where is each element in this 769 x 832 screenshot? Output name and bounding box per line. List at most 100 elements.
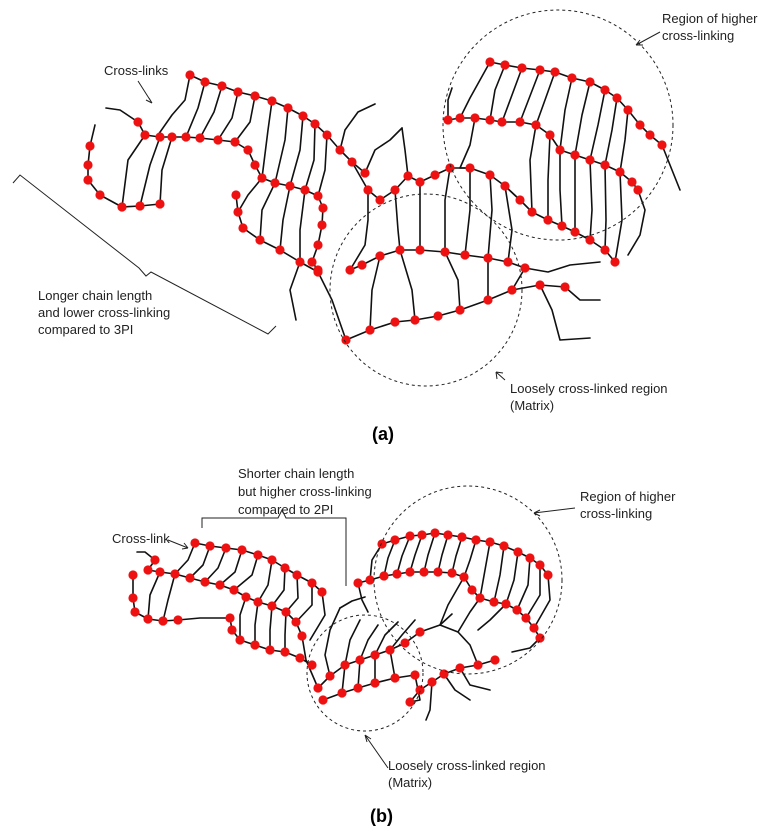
crosslink-dot — [250, 160, 259, 169]
chain-note-b-line2: but higher cross-linking — [238, 484, 372, 499]
strand-b6 — [258, 560, 272, 602]
crosslink-dot — [181, 132, 190, 141]
crosslink-dot — [213, 135, 222, 144]
crosslink-dot — [500, 181, 509, 190]
crosslink-dot — [291, 617, 300, 626]
backbone-a4 — [236, 195, 318, 272]
crosslink-dot — [243, 145, 252, 154]
strand-b15 — [270, 606, 272, 650]
crosslink-dot — [340, 660, 349, 669]
crosslink-dot — [415, 177, 424, 186]
strand-a59 — [628, 190, 645, 255]
crosslink-dot — [155, 199, 164, 208]
backbone-b6 — [323, 675, 415, 700]
crosslink-dot — [517, 63, 526, 72]
strand-a42 — [502, 68, 522, 122]
strand-b51 — [440, 577, 464, 625]
strand-a43 — [520, 70, 540, 122]
strand-a38 — [365, 128, 402, 173]
strand-a50 — [460, 118, 475, 168]
crosslink-dot — [83, 160, 92, 169]
strand-a48 — [605, 98, 617, 165]
strand-b8 — [286, 575, 298, 612]
crosslink-dot — [623, 105, 632, 114]
crosslink-dot — [515, 117, 524, 126]
strand-a41 — [490, 65, 505, 120]
backbone-a7 — [346, 285, 565, 340]
crosslink-leader — [168, 540, 188, 549]
crosslink-dot — [443, 115, 452, 124]
crosslink-dot — [500, 60, 509, 69]
crosslink-dot — [215, 580, 224, 589]
crosslink-dot — [313, 683, 322, 692]
strand-a60 — [448, 88, 452, 120]
crosslink-dot — [447, 568, 456, 577]
crosslink-dot — [357, 260, 366, 269]
matrix-label-a-line1: Loosely cross-linked region — [510, 381, 668, 396]
crosslink-dot — [470, 113, 479, 122]
crosslink-dot — [417, 530, 426, 539]
strand-a5 — [235, 96, 255, 142]
chain-note-a-line1: Longer chain length — [38, 288, 152, 303]
crosslink-dot — [335, 145, 344, 154]
crosslink-dot — [485, 57, 494, 66]
crosslink-dot — [560, 282, 569, 291]
crosslink-dot — [143, 614, 152, 623]
strand-a18 — [280, 186, 290, 250]
crosslink-dot — [531, 120, 540, 129]
crosslink-dot — [543, 215, 552, 224]
matrix-leader-b — [365, 735, 388, 768]
strand-a35 — [565, 287, 600, 300]
backbone-a8 — [490, 62, 662, 145]
crosslinks-label: Cross-links — [104, 63, 169, 78]
crosslink-dot — [300, 185, 309, 194]
matrix-label-a-line2: (Matrix) — [510, 398, 554, 413]
crosslink-dot — [375, 251, 384, 260]
crosslink-dot — [318, 695, 327, 704]
backbone-a2 — [138, 122, 323, 270]
backbone-b1 — [195, 543, 322, 592]
crosslink-dot — [241, 592, 250, 601]
crosslink-dot — [345, 265, 354, 274]
crosslink-dot — [347, 157, 356, 166]
strand-a57 — [615, 172, 622, 262]
crosslink-dot — [410, 670, 419, 679]
crosslink-dot — [205, 541, 214, 550]
crosslink-dot — [238, 223, 247, 232]
crosslink-dot — [392, 569, 401, 578]
crosslink-dot — [395, 245, 404, 254]
crosslink-dot — [227, 625, 236, 634]
strand-a56 — [605, 165, 606, 250]
crosslink-dot — [217, 81, 226, 90]
panel-b: Cross-link Shorter chain length but high… — [112, 466, 676, 826]
crosslink-dot — [427, 677, 436, 686]
crosslink-dot — [415, 627, 424, 636]
crosslink-dot — [135, 201, 144, 210]
strand-b33 — [420, 614, 452, 632]
crosslink-dot — [307, 660, 316, 669]
crosslink-dot — [267, 601, 276, 610]
crosslink-dot — [550, 67, 559, 76]
crosslink-dot — [405, 567, 414, 576]
chain-note-b-line3: compared to 2PI — [238, 502, 333, 517]
crosslink-dot — [567, 73, 576, 82]
strand-b19 — [325, 608, 340, 676]
crosslink-dot — [600, 85, 609, 94]
crosslink-dot — [195, 133, 204, 142]
crosslink-dot — [133, 117, 142, 126]
crosslink-dot — [501, 599, 510, 608]
crosslink-dot — [250, 640, 259, 649]
crosslink-dot — [503, 257, 512, 266]
crosslink-dot — [185, 70, 194, 79]
crosslink-dot — [455, 663, 464, 672]
strand-b12 — [163, 574, 175, 621]
strand-a4 — [218, 92, 238, 140]
crosslink-dot — [483, 295, 492, 304]
crosslink-dot — [235, 635, 244, 644]
crosslink-dot — [525, 553, 534, 562]
strand-b13 — [240, 597, 246, 640]
strand-b18 — [178, 618, 230, 620]
crosslink-dot — [627, 177, 636, 186]
panel-a-crosslinks — [83, 57, 666, 344]
strand-b54 — [512, 638, 540, 652]
